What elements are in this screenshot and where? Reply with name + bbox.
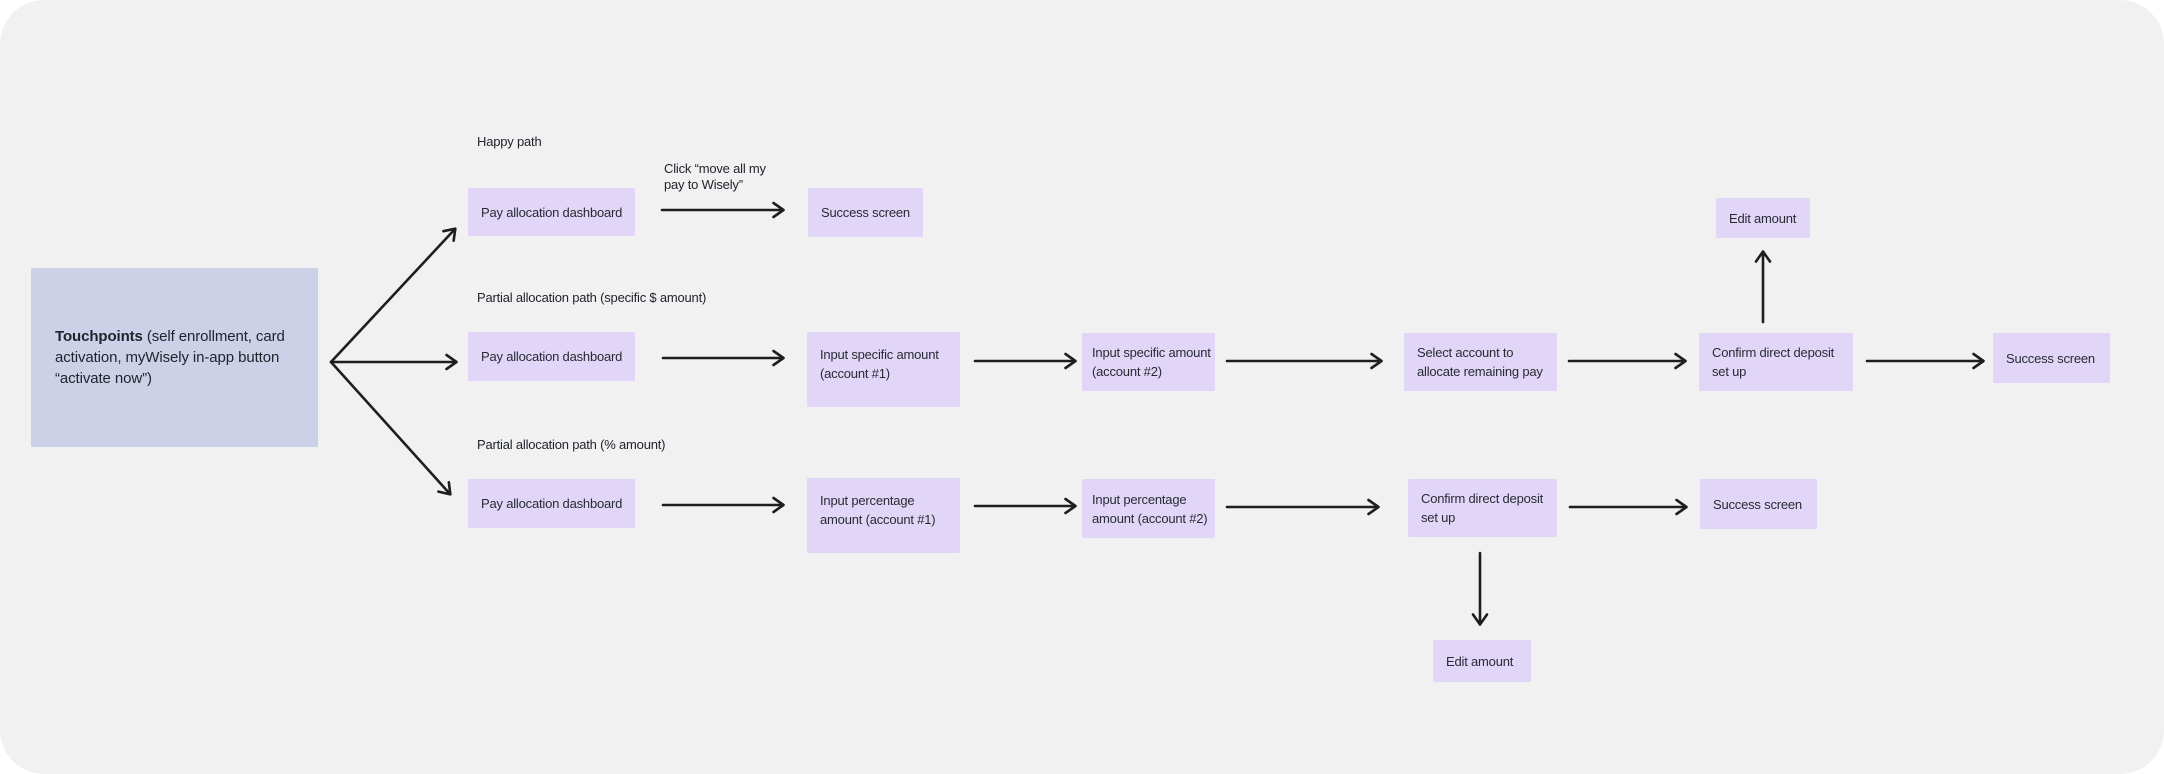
node-r1-success-screen[interactable]: Success screen [808,188,923,237]
node-r2-edit-amount[interactable]: Edit amount [1716,198,1810,238]
node-r3-edit-amount[interactable]: Edit amount [1433,640,1531,682]
arrow-branch-to-percent-path [329,360,452,496]
node-r2-pay-allocation-dashboard[interactable]: Pay allocation dashboard [468,332,635,381]
node-r3-pay-allocation-dashboard[interactable]: Pay allocation dashboard [468,479,635,528]
node-r3-input-percentage-amount-2[interactable]: Input percentage amount (account #2) [1082,479,1215,538]
node-r2-confirm-direct-deposit[interactable]: Confirm direct deposit set up [1699,333,1853,391]
node-touchpoints[interactable]: Touchpoints (self enrollment, card activ… [31,268,318,447]
arrow-label-move-all-pay: Click “move all my pay to Wisely” [664,161,766,192]
node-r2-input-specific-amount-2[interactable]: Input specific amount (account #2) [1082,333,1215,391]
label-partial-percent-amount: Partial allocation path (% amount) [477,437,666,452]
label-partial-specific-amount: Partial allocation path (specific $ amou… [477,290,707,305]
node-r3-confirm-direct-deposit[interactable]: Confirm direct deposit set up [1408,479,1557,537]
node-r3-success-screen[interactable]: Success screen [1700,479,1817,529]
node-r2-success-screen[interactable]: Success screen [1993,333,2110,383]
touchpoints-text: Touchpoints (self enrollment, card activ… [55,328,285,387]
label-happy-path: Happy path [477,134,542,149]
node-r3-input-percentage-amount-1[interactable]: Input percentage amount (account #1) [807,478,960,553]
node-r2-input-specific-amount-1[interactable]: Input specific amount (account #1) [807,332,960,407]
node-r2-select-account-remaining-pay[interactable]: Select account to allocate remaining pay [1404,333,1557,391]
node-r1-pay-allocation-dashboard[interactable]: Pay allocation dashboard [468,188,635,236]
arrow-branch-to-happy-path [329,227,457,364]
